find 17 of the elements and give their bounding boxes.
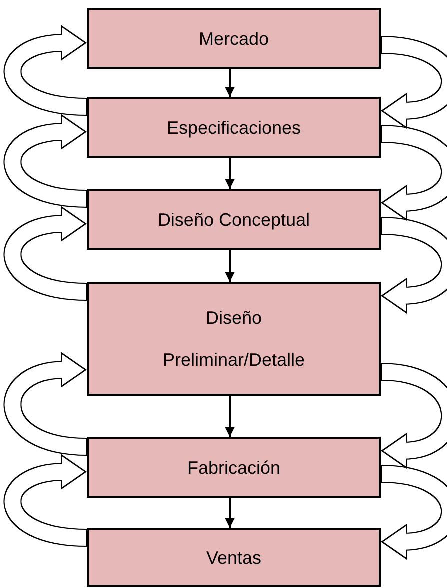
- box-label: Diseño Conceptual: [158, 208, 310, 232]
- process-box: [87, 189, 381, 250]
- arrow: [225, 250, 235, 282]
- arrow: [225, 69, 235, 97]
- process-box: [87, 528, 381, 587]
- process-box: [87, 8, 381, 69]
- box-label: Diseño Preliminar/Detalle: [162, 307, 306, 372]
- process-box: [87, 97, 381, 158]
- arrow: [225, 396, 235, 437]
- arrow: [225, 498, 235, 528]
- process-box: [87, 437, 381, 498]
- box-label: Fabricación: [187, 456, 281, 480]
- box-label: Mercado: [198, 28, 270, 50]
- box-label: Especificaciones: [166, 116, 302, 140]
- arrow: [225, 158, 235, 189]
- process-box: [87, 282, 381, 396]
- box-label: Ventas: [206, 546, 262, 570]
